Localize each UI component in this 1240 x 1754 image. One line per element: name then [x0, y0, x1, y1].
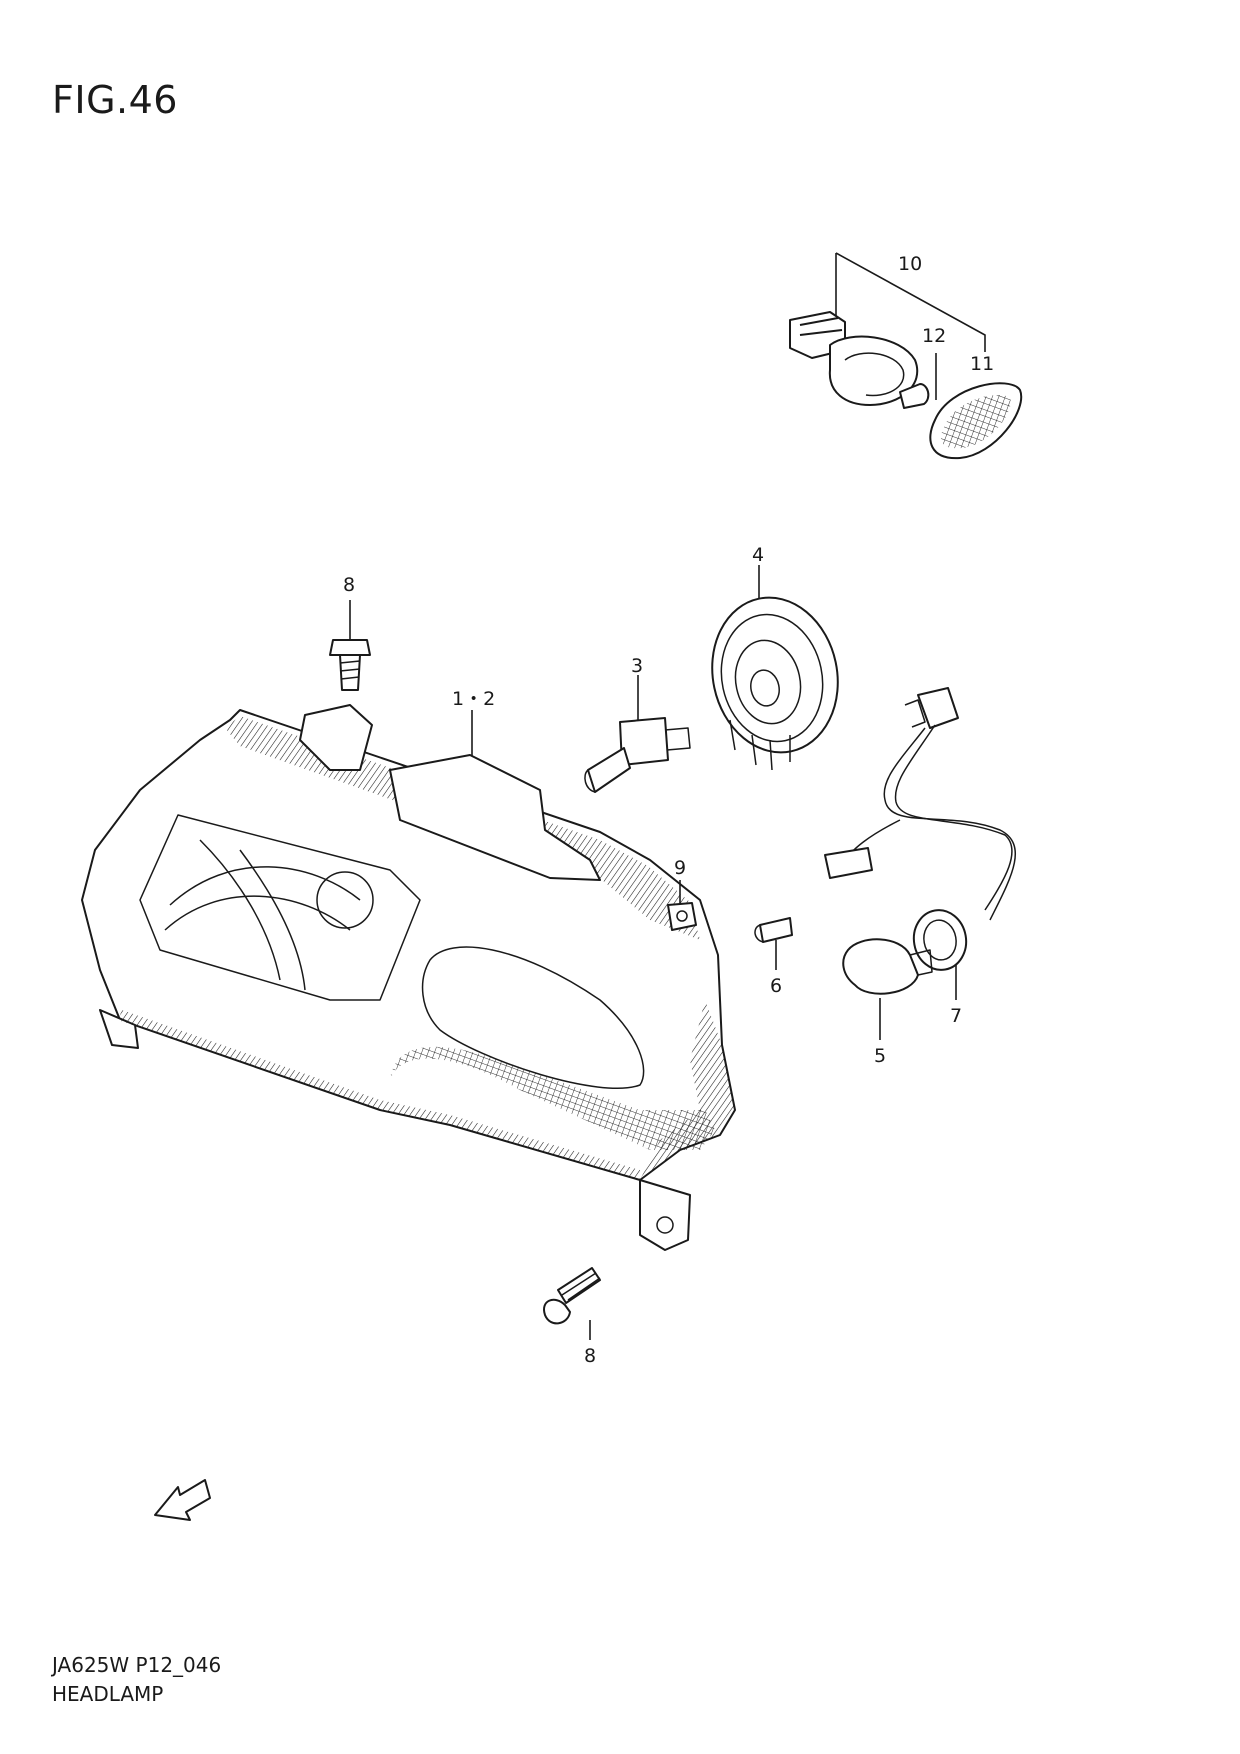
- callout-3: 3: [631, 655, 643, 677]
- socket-cover: [711, 565, 839, 771]
- headlamp-bulb: [584, 675, 691, 793]
- figure-title: FIG.46: [52, 78, 178, 122]
- figure-name: HEADLAMP: [52, 1682, 164, 1706]
- socket-harness: [824, 687, 1017, 1000]
- callout-6: 6: [770, 975, 782, 997]
- callout-8-bottom: 8: [584, 1345, 596, 1367]
- callout-1-2: 1・2: [452, 688, 495, 710]
- screw-top: [329, 600, 371, 691]
- callout-4: 4: [752, 544, 764, 566]
- position-bulb: [754, 917, 793, 970]
- figure-code: JA625W P12_046: [52, 1653, 222, 1677]
- side-marker-assembly: [789, 252, 1023, 460]
- callout-10: 10: [898, 253, 922, 275]
- callout-5: 5: [874, 1045, 886, 1067]
- callout-11: 11: [970, 353, 994, 375]
- fwd-arrow: FWD: [154, 1479, 211, 1521]
- callout-12: 12: [922, 325, 946, 347]
- callout-7: 7: [950, 1005, 962, 1027]
- turn-signal-bulb: [842, 938, 933, 1040]
- clip: [667, 880, 697, 931]
- callout-9: 9: [674, 857, 686, 879]
- headlamp-body: [81, 704, 736, 1251]
- screw-bottom: [543, 1267, 601, 1340]
- side-marker-lens: [929, 382, 1023, 460]
- callout-8-top: 8: [343, 574, 355, 596]
